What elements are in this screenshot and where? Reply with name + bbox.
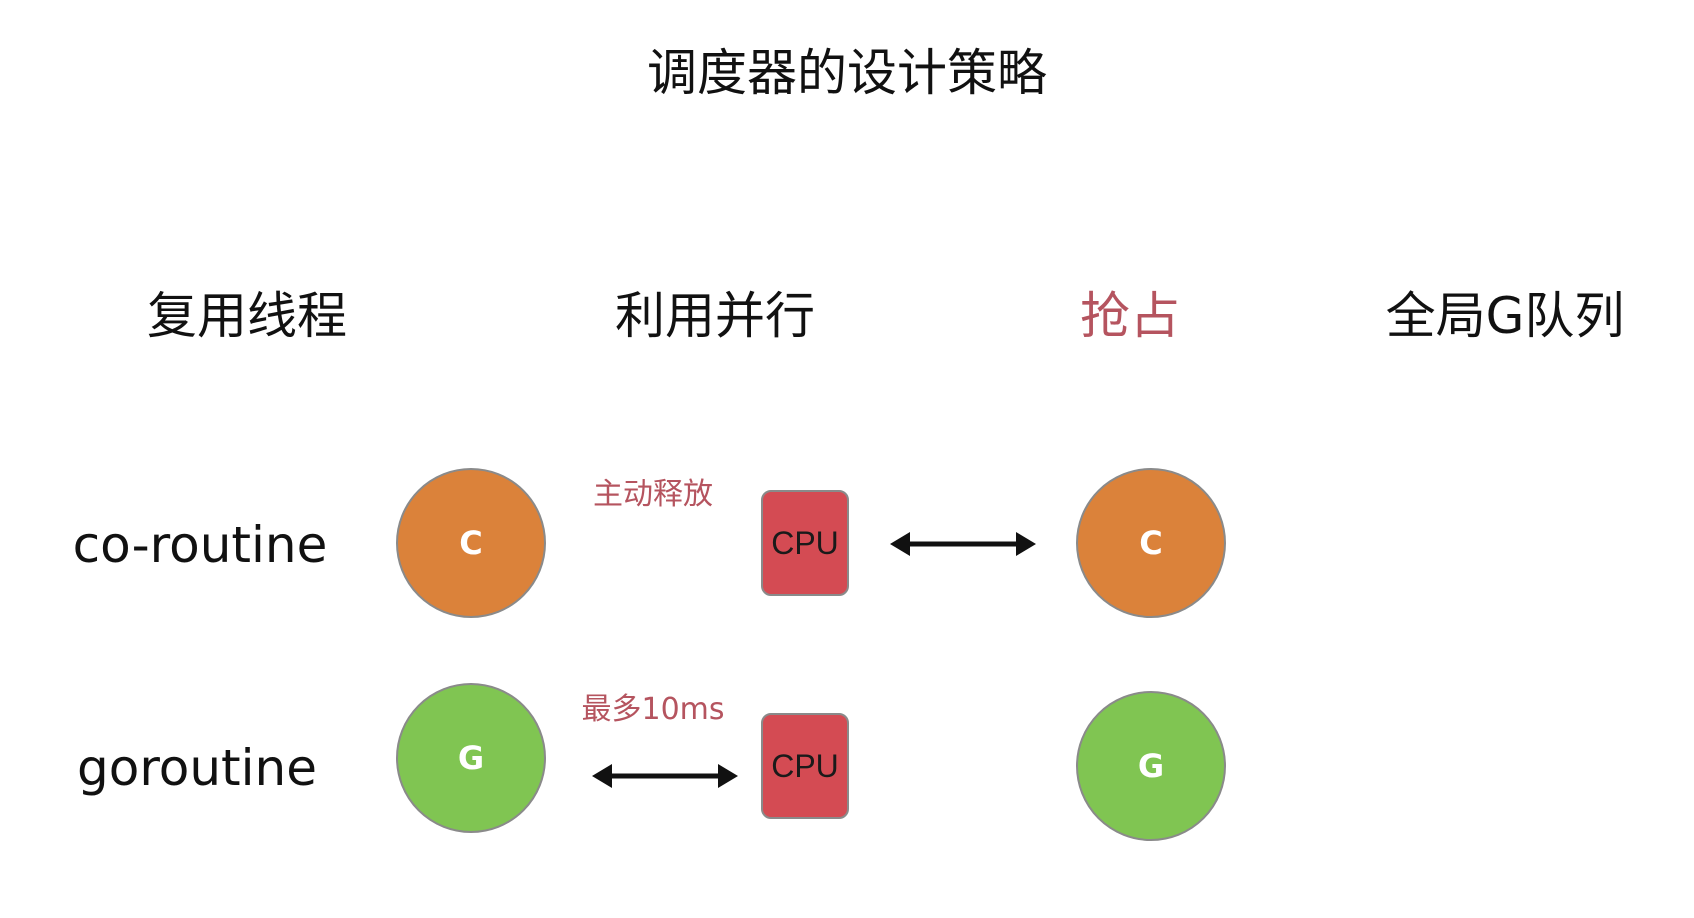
page-title: 调度器的设计策略 — [647, 44, 1047, 102]
cpu-box-coroutine-label: CPU — [771, 524, 839, 561]
double-arrow-icon — [592, 764, 738, 788]
note-max-10ms: 最多10ms — [581, 692, 725, 727]
note-voluntary-release: 主动释放 — [593, 477, 713, 512]
heading-global-g-queue: 全局G队列 — [1385, 287, 1625, 345]
goroutine-circle-left-label: G — [457, 739, 485, 777]
heading-use-parallelism: 利用并行 — [615, 287, 815, 345]
coroutine-circle-right-label: C — [1139, 524, 1163, 562]
coroutine-circle-left-label: C — [459, 524, 483, 562]
goroutine-circle-right: G — [1076, 691, 1226, 841]
goroutine-circle-right-label: G — [1137, 747, 1165, 785]
heading-reuse-threads: 复用线程 — [147, 287, 347, 345]
cpu-box-coroutine: CPU — [761, 490, 849, 596]
row-label-goroutine: goroutine — [76, 739, 317, 797]
coroutine-circle-left: C — [396, 468, 546, 618]
goroutine-circle-left: G — [396, 683, 546, 833]
double-arrow-icon — [890, 532, 1036, 556]
row-label-coroutine: co-routine — [72, 516, 328, 574]
cpu-box-goroutine-label: CPU — [771, 747, 839, 784]
coroutine-circle-right: C — [1076, 468, 1226, 618]
cpu-box-goroutine: CPU — [761, 713, 849, 819]
heading-preemption: 抢占 — [1080, 287, 1180, 345]
